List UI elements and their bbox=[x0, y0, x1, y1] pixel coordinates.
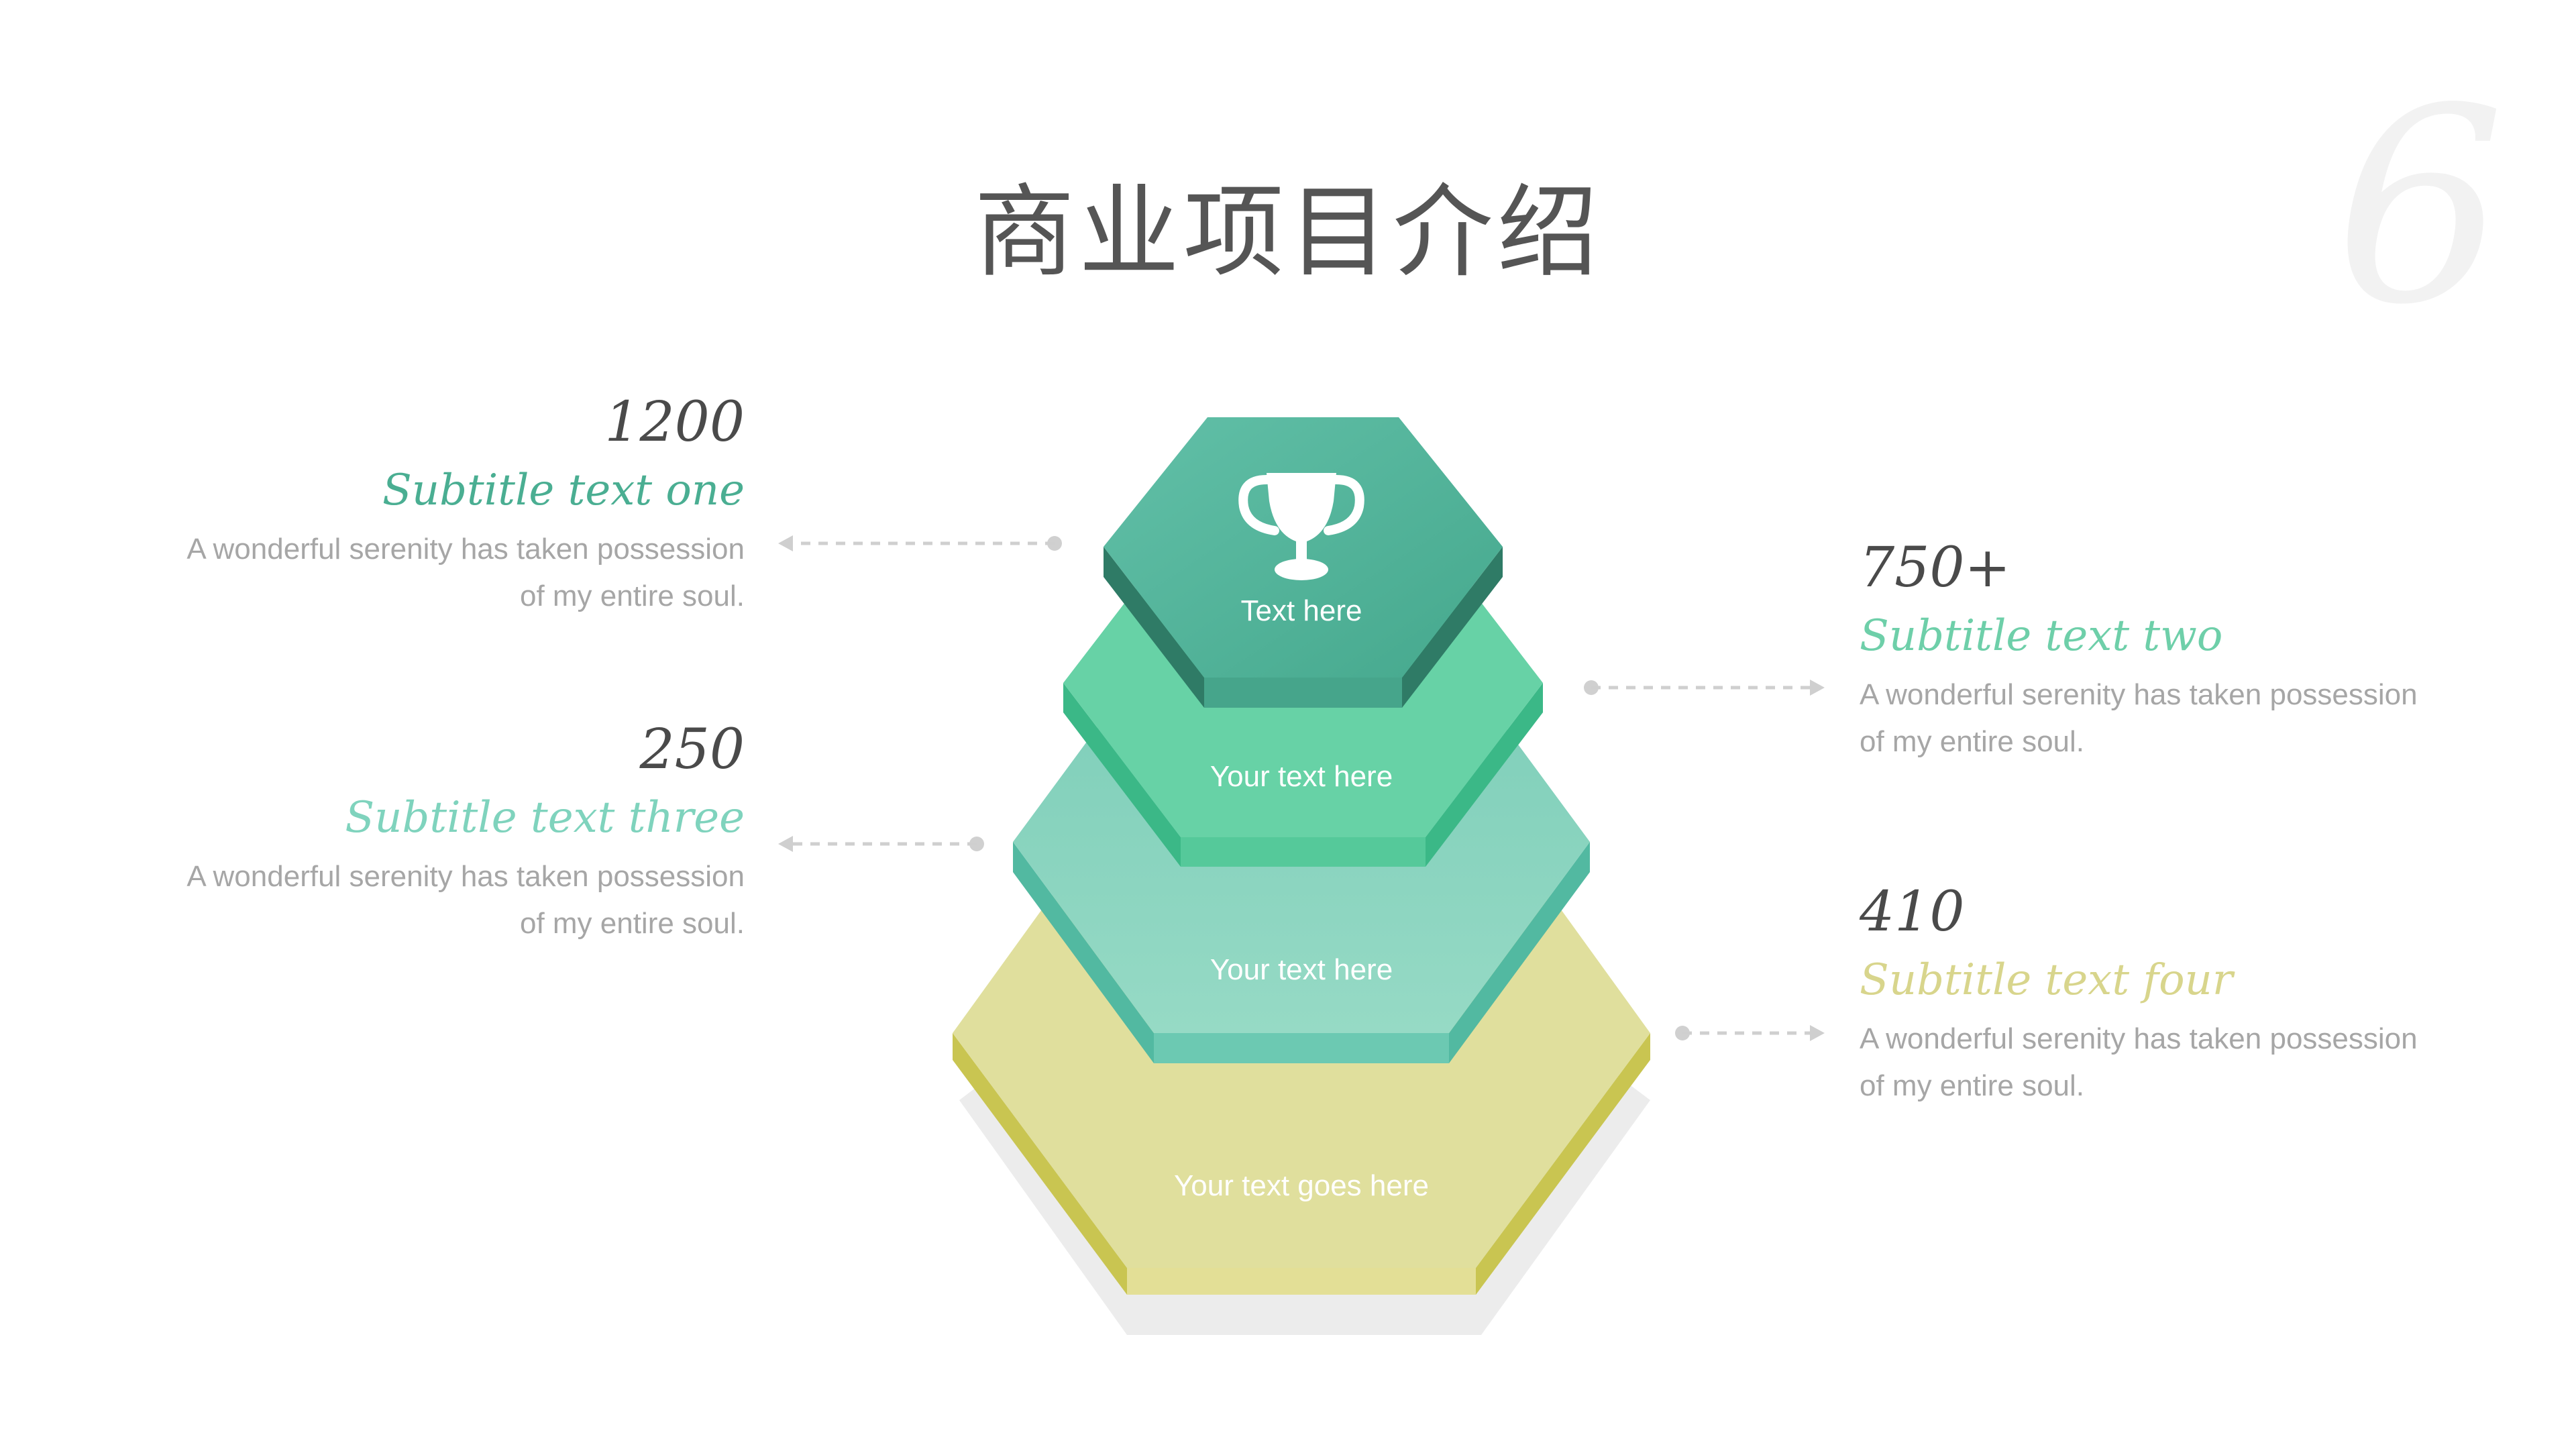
callout-three-desc-line2: of my entire soul. bbox=[519, 906, 745, 940]
callout-three-desc-line1: A wonderful serenity has taken possessio… bbox=[186, 859, 745, 893]
callout-one-number: 1200 bbox=[604, 390, 745, 454]
tier2-side-right bbox=[1426, 683, 1543, 867]
tier3-label: Your text here bbox=[1210, 953, 1393, 986]
callout-one-description: A wonderful serenity has taken possessio… bbox=[74, 526, 745, 620]
callout-three-subtitle: Subtitle text three bbox=[345, 793, 745, 843]
tier2-side-bottom bbox=[1181, 837, 1426, 867]
tier1-side-bottom bbox=[1204, 678, 1402, 708]
tier3-side-bottom bbox=[1154, 1033, 1449, 1063]
callout-one-subtitle: Subtitle text one bbox=[382, 466, 745, 516]
tier2-label: Your text here bbox=[1210, 760, 1393, 793]
callout-three-number: 250 bbox=[639, 718, 745, 782]
callout-three: 250 Subtitle text three A wonderful sere… bbox=[74, 718, 745, 947]
connector-three bbox=[778, 836, 984, 852]
tier1-label: Text here bbox=[1241, 594, 1362, 627]
callout-one: 1200 Subtitle text one A wonderful seren… bbox=[74, 392, 745, 620]
callout-two-desc-line2: of my entire soul. bbox=[1860, 724, 2085, 758]
callout-three-description: A wonderful serenity has taken possessio… bbox=[74, 853, 745, 947]
callout-two-subtitle: Subtitle text two bbox=[1860, 611, 2223, 661]
tier3-side-left bbox=[1013, 842, 1154, 1063]
tier2-side-left bbox=[1063, 683, 1181, 867]
page-number: 6 bbox=[2334, 52, 2506, 364]
callout-four-subtitle: Subtitle text four bbox=[1860, 955, 2233, 1006]
callout-one-desc-line2: of my entire soul. bbox=[519, 579, 745, 612]
tier4-side-left bbox=[953, 1033, 1127, 1295]
page-title: 商业项目介绍 bbox=[973, 174, 1602, 291]
trophy-icon bbox=[1238, 473, 1364, 580]
callout-four: 410 Subtitle text four A wonderful seren… bbox=[1860, 880, 2530, 1110]
connector-two bbox=[1584, 680, 1825, 696]
callout-two: 750+ Subtitle text two A wonderful seren… bbox=[1860, 536, 2530, 765]
callout-four-desc-line2: of my entire soul. bbox=[1860, 1069, 2085, 1102]
callout-four-number: 410 bbox=[1860, 880, 1965, 944]
callout-two-desc-line1: A wonderful serenity has taken possessio… bbox=[1860, 678, 2418, 711]
tier4-side-bottom bbox=[1127, 1268, 1476, 1295]
callout-four-desc-line1: A wonderful serenity has taken possessio… bbox=[1860, 1022, 2418, 1055]
connector-four bbox=[1675, 1025, 1825, 1041]
callout-two-description: A wonderful serenity has taken possessio… bbox=[1860, 672, 2530, 765]
tier1-side-left bbox=[1104, 547, 1204, 708]
connector-one bbox=[778, 535, 1062, 551]
tier4-label: Your text goes here bbox=[1174, 1169, 1429, 1202]
tier3-side-right bbox=[1449, 842, 1590, 1063]
callout-four-description: A wonderful serenity has taken possessio… bbox=[1860, 1016, 2530, 1110]
tier4-side-right bbox=[1476, 1033, 1650, 1295]
pyramid-tier-1: Text here bbox=[1104, 417, 1503, 708]
callout-two-number: 750+ bbox=[1860, 536, 2011, 600]
callout-one-desc-line1: A wonderful serenity has taken possessio… bbox=[186, 532, 745, 566]
tier1-side-right bbox=[1402, 547, 1503, 708]
